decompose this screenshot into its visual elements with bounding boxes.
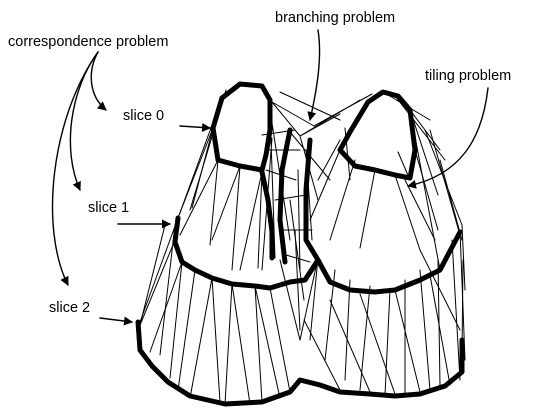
contours [138,84,462,404]
slice0-arrow [180,126,210,128]
slice1-label: slice 1 [88,200,129,216]
tiling-label: tiling problem [425,68,511,84]
correspondence-arrow-slice2 [53,52,98,285]
slice2-label: slice 2 [49,300,90,316]
correspondence-label: correspondence problem [8,34,168,50]
correspondence-arrow-slice0 [91,52,106,110]
tiling-arrow [408,88,488,186]
branching-label: branching problem [275,10,395,26]
triangle-mesh [138,90,465,404]
correspondence-arrow-slice1 [70,52,98,190]
slice0-label: slice 0 [123,108,164,124]
slice2-arrow [100,318,132,322]
slice0-left-contour [213,84,270,170]
